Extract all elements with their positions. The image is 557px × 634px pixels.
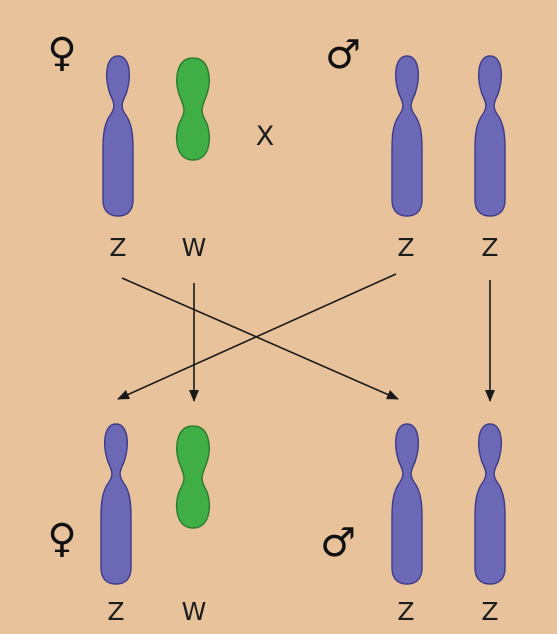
- male-symbol-parent: ♂: [325, 32, 361, 78]
- parent-female-z-chromosome: [102, 55, 134, 217]
- parent-female-w-chromosome: [175, 57, 211, 161]
- offspring-female-w-chromosome: [175, 425, 211, 529]
- parent-male-label-2: Z: [481, 233, 498, 262]
- offspring-female-label-1: Z: [107, 597, 124, 626]
- female-symbol-parent: ♀: [47, 30, 76, 76]
- male-symbol-offspring: ♂: [320, 520, 356, 566]
- parent-female-label-2: W: [182, 233, 207, 262]
- arrow-z-male-to-female-offspring: [117, 273, 397, 400]
- female-symbol-offspring: ♀: [47, 516, 76, 562]
- offspring-male-z-chromosome-2: [474, 423, 506, 585]
- offspring-female-label-2: W: [182, 597, 207, 626]
- offspring-male-label-1: Z: [397, 597, 414, 626]
- parent-male-label-1: Z: [397, 233, 414, 262]
- parent-female-label-1: Z: [109, 233, 126, 262]
- parent-male-z-chromosome-2: [474, 55, 506, 217]
- offspring-male-z-chromosome-1: [391, 423, 423, 585]
- offspring-female-z-chromosome: [100, 423, 132, 585]
- arrow-z-female-to-male-offspring: [121, 277, 399, 400]
- parent-male-z-chromosome-1: [391, 55, 423, 217]
- offspring-male-label-2: Z: [481, 597, 498, 626]
- cross-symbol: X: [256, 121, 275, 152]
